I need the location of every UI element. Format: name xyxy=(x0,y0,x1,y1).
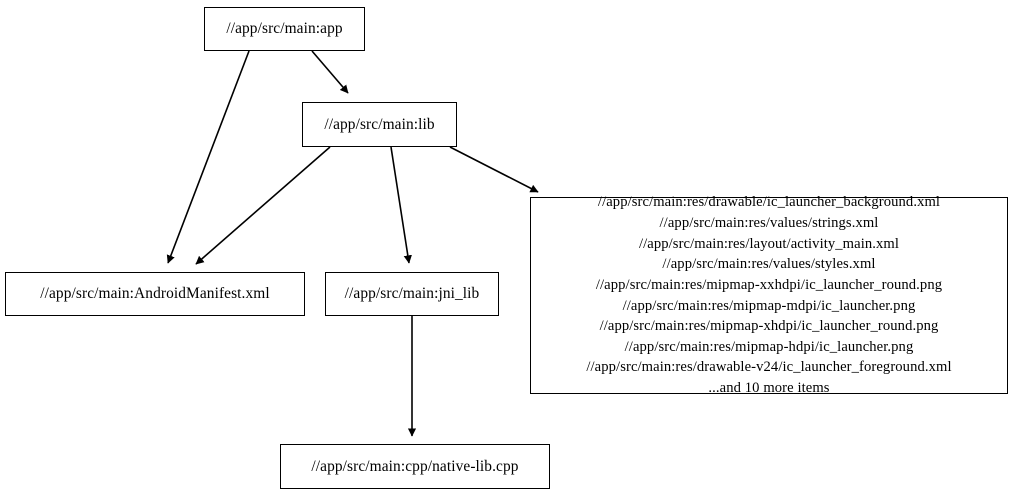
graph-node-jni-lib-label: //app/src/main:jni_lib xyxy=(344,285,480,303)
edge-lib-to-jni-lib xyxy=(390,146,412,264)
graph-node-res-group[interactable]: //app/src/main:res/drawable/ic_launcher_… xyxy=(530,194,1008,396)
graph-node-lib[interactable]: //app/src/main:lib xyxy=(302,102,457,147)
graph-node-android-manifest-label: //app/src/main:AndroidManifest.xml xyxy=(40,285,270,303)
edge-app-to-lib xyxy=(311,50,349,94)
edge-lib-to-res xyxy=(449,146,539,193)
graph-node-native-lib-cpp-label: //app/src/main:cpp/native-lib.cpp xyxy=(311,457,519,475)
graph-node-res-group-label: //app/src/main:res/drawable/ic_launcher_… xyxy=(586,194,952,397)
edge-lib-to-manifest xyxy=(195,146,331,265)
graph-node-native-lib-cpp[interactable]: //app/src/main:cpp/native-lib.cpp xyxy=(280,444,550,489)
graph-node-app[interactable]: //app/src/main:app xyxy=(204,7,365,51)
graph-node-lib-label: //app/src/main:lib xyxy=(324,115,435,133)
graph-node-jni-lib[interactable]: //app/src/main:jni_lib xyxy=(325,272,499,316)
graph-node-android-manifest[interactable]: //app/src/main:AndroidManifest.xml xyxy=(5,272,305,316)
edge-app-to-manifest xyxy=(166,50,250,264)
graph-node-app-label: //app/src/main:app xyxy=(226,20,343,38)
